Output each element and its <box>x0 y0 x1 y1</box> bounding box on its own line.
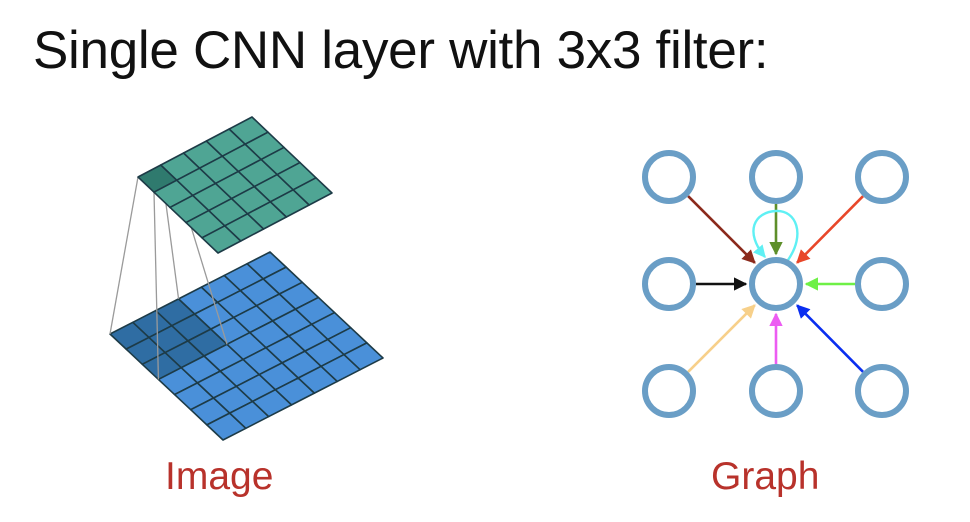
graph-node-left <box>642 257 696 311</box>
graph-node-top-left <box>642 150 696 204</box>
slide-title: Single CNN layer with 3x3 filter: <box>33 21 769 80</box>
graph-edge-top-right <box>796 195 864 264</box>
graph-node-bottom-left <box>642 364 696 418</box>
filter-connector-line <box>109 176 139 335</box>
graph-node-right <box>855 257 909 311</box>
graph-nodes <box>642 150 909 418</box>
graph-node-top <box>749 150 803 204</box>
graph-edge-top-left <box>687 195 756 264</box>
cnn-figure <box>109 116 384 441</box>
image-label: Image <box>165 455 274 498</box>
graph-node-bottom <box>749 364 803 418</box>
graph-edge-bottom-right <box>796 304 864 373</box>
graph-node-bottom-right <box>855 364 909 418</box>
self-loop-edge <box>752 209 799 261</box>
input-grid <box>109 251 384 441</box>
graph-node-top-right <box>855 150 909 204</box>
grid-cell <box>343 342 384 371</box>
graph-figure <box>642 150 909 418</box>
graph-label: Graph <box>711 455 820 498</box>
graph-edge-bottom-left <box>687 304 756 373</box>
graph-node-center <box>749 257 803 311</box>
output-grid <box>137 116 333 254</box>
graph-edges <box>687 195 864 373</box>
grid-cell <box>292 177 333 206</box>
filter-connector-line <box>153 192 160 380</box>
